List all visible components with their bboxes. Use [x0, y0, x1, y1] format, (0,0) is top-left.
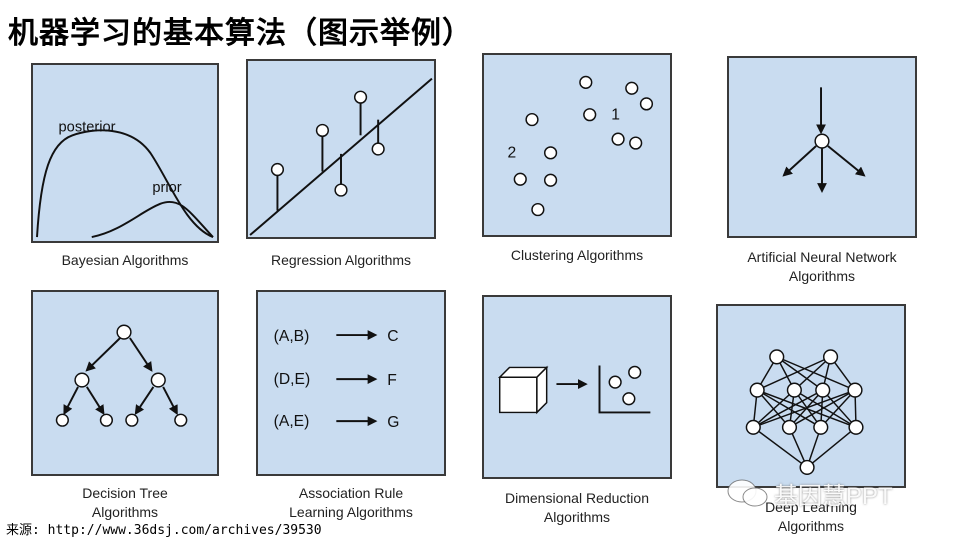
dl-node — [769, 349, 785, 365]
dl-node — [847, 382, 863, 398]
cluster-point — [513, 172, 527, 186]
axes-2d — [598, 365, 651, 414]
ann-caption-line2: Algorithms — [788, 268, 856, 284]
cluster-point — [543, 173, 558, 187]
tree-leaf-node — [99, 413, 114, 427]
tree-edge — [129, 337, 153, 372]
cluster-point — [629, 136, 643, 150]
association-caption: Association Rule Learning Algorithms — [256, 484, 446, 522]
page-title: 机器学习的基本算法（图示举例） — [8, 16, 473, 51]
data-point-3 — [334, 183, 348, 197]
tree-leaf-node — [174, 413, 188, 427]
tree-edge — [162, 386, 178, 416]
tree-edge — [63, 386, 79, 416]
rule-2-rhs: F — [387, 372, 397, 389]
cube-icon — [497, 365, 549, 415]
source-citation: 来源: http://www.36dsj.com/archives/39530 — [6, 523, 322, 538]
prior-label: prior — [152, 180, 181, 196]
tree-node — [150, 372, 166, 388]
tree-edge — [134, 386, 155, 415]
dl-node — [745, 419, 761, 435]
deep-learning-diagram — [745, 349, 864, 475]
bayesian-panel: posterior prior — [31, 63, 219, 243]
dl-node — [786, 382, 802, 398]
bayesian-diagram: posterior prior — [36, 119, 214, 239]
dimensional-panel — [482, 295, 672, 479]
tree-root-node — [116, 324, 132, 340]
rule-2-lhs: (D,E) — [274, 371, 311, 388]
ann-caption: Artificial Neural Network Algorithms — [727, 248, 917, 286]
dl-node — [848, 419, 864, 435]
clustering-diagram: 1 2 — [508, 75, 654, 217]
regression-panel — [246, 59, 436, 239]
output-arrow-left — [782, 145, 817, 177]
tree-leaf-node — [125, 413, 139, 427]
cluster-point — [625, 81, 639, 95]
deep-learning-panel — [716, 304, 906, 488]
decision-tree-panel — [31, 290, 219, 476]
ann-caption-line1: Artificial Neural Network — [747, 249, 897, 265]
regression-caption: Regression Algorithms — [270, 252, 412, 268]
decision-tree-diagram — [55, 324, 188, 427]
rule-3-rhs: G — [387, 414, 399, 431]
dimensional-caption-line1: Dimensional Reduction — [505, 490, 649, 506]
association-panel: (A,B) C (D,E) F (A,E) G — [256, 290, 446, 476]
deep-learning-caption-line2: Algorithms — [777, 518, 845, 534]
tree-edge — [86, 386, 105, 415]
rule-3-lhs: (A,E) — [274, 413, 310, 430]
cluster-point — [639, 97, 654, 111]
cluster-point — [579, 75, 593, 89]
cluster-point — [611, 132, 625, 146]
cluster-point — [543, 146, 558, 160]
neuron-node — [814, 133, 830, 149]
wechat-icon — [727, 479, 768, 507]
association-caption-line1: Association Rule — [298, 485, 404, 501]
projected-point — [608, 375, 622, 389]
tree-edge — [85, 337, 121, 372]
watermark-text: 基因慧PPT — [774, 483, 893, 510]
clustering-panel: 1 2 — [482, 53, 672, 237]
dl-node — [799, 459, 815, 475]
data-point-1 — [270, 162, 285, 177]
dl-node — [749, 382, 765, 398]
dimensional-diagram — [497, 365, 651, 415]
dl-node — [822, 349, 839, 365]
tree-node — [74, 372, 90, 388]
posterior-curve — [36, 129, 214, 238]
cluster-1-label: 1 — [611, 107, 620, 124]
deep-learning-caption: Deep Learning Algorithms — [716, 498, 906, 536]
deep-learning-caption-line1: Deep Learning — [765, 499, 857, 515]
regression-diagram — [249, 77, 433, 236]
prior-curve — [91, 200, 214, 239]
output-arrow-right — [827, 145, 866, 177]
cluster-point — [583, 108, 597, 122]
cluster-point — [531, 202, 545, 217]
data-point-2 — [315, 123, 330, 138]
decision-tree-caption-line1: Decision Tree — [82, 485, 168, 501]
cluster-2-label: 2 — [508, 145, 517, 162]
network-edges — [752, 356, 857, 469]
association-caption-line2: Learning Algorithms — [289, 504, 413, 520]
association-diagram: (A,B) C (D,E) F (A,E) G — [274, 328, 400, 431]
posterior-label: posterior — [59, 119, 116, 135]
ann-diagram — [782, 87, 866, 193]
ann-panel — [727, 56, 917, 238]
dl-node — [781, 419, 798, 435]
rule-1-rhs: C — [387, 328, 398, 345]
decision-tree-caption-line2: Algorithms — [91, 504, 159, 520]
clustering-caption: Clustering Algorithms — [510, 247, 644, 263]
bayesian-caption: Bayesian Algorithms — [61, 252, 189, 268]
projected-point — [628, 365, 642, 379]
data-point-4 — [353, 90, 368, 104]
rule-1-lhs: (A,B) — [274, 328, 310, 345]
dl-node — [813, 419, 829, 435]
cluster-point — [525, 112, 539, 127]
data-point-5 — [371, 142, 385, 156]
tree-leaf-node — [55, 413, 69, 427]
dimensional-caption: Dimensional Reduction Algorithms — [482, 489, 672, 527]
decision-tree-caption: Decision Tree Algorithms — [31, 484, 219, 522]
dl-node — [815, 382, 831, 398]
dimensional-caption-line2: Algorithms — [543, 509, 611, 525]
projected-point — [622, 392, 636, 406]
